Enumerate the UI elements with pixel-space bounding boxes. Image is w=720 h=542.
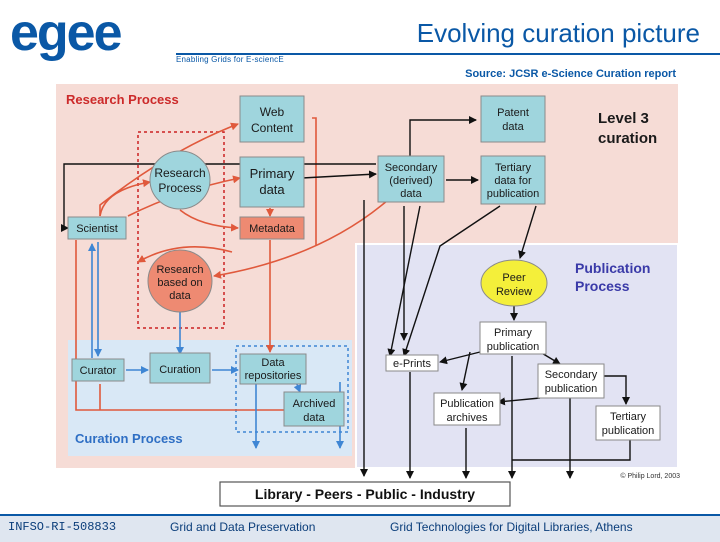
node-eprints (385, 354, 439, 372)
publication-label-2: Process (575, 278, 630, 294)
primary-publication-label-1: Primary (494, 327, 532, 339)
secondary-publication-label-1: Secondary (545, 369, 598, 381)
research-based-label-1: Research (156, 264, 203, 276)
node-primary-data (239, 156, 305, 208)
peer-review-label-2: Review (496, 286, 532, 298)
secondary-data-label-2: (derived) (389, 175, 432, 187)
archived-data-label-1: Archived (293, 398, 336, 410)
metadata-label: Metadata (249, 223, 296, 235)
research-group-box (137, 131, 225, 329)
primary-publication-label-2: publication (487, 341, 540, 353)
logo-text: egee (10, 4, 122, 62)
connector-secondary-tertiarypub (600, 375, 630, 405)
web-content-label-2: Content (251, 121, 294, 135)
footer-event: Grid Technologies for Digital Libraries,… (390, 520, 633, 534)
secondary-data-label-3: data (400, 188, 422, 200)
audience-label: Library - Peers - Public - Industry (255, 486, 475, 502)
level3-label-2: curation (598, 130, 657, 147)
secondary-data-label-1: Secondary (385, 162, 438, 174)
node-primary-publication (479, 321, 547, 355)
secondary-publication-label-2: publication (545, 383, 598, 395)
header: egee Evolving curation picture Enabling … (0, 0, 720, 80)
data-repositories-label-1: Data (261, 357, 285, 369)
node-tertiary-publication (595, 405, 661, 441)
node-peer-review (480, 259, 548, 307)
node-patent-data (480, 95, 546, 143)
curator-label: Curator (80, 365, 117, 377)
node-tertiary-data (480, 155, 546, 205)
connector-secondary-patent (409, 116, 477, 156)
publication-archives-label-2: archives (447, 412, 488, 424)
connector-scientist-loop (75, 240, 310, 411)
tertiary-data-label-1: Tertiary (495, 162, 532, 174)
source-note: Source: JCSR e-Science Curation report (465, 68, 676, 80)
node-secondary-data (377, 155, 445, 203)
page-title: Evolving curation picture (416, 18, 700, 48)
connector-tertiary-peer (402, 205, 501, 357)
connector-primarypub-archives (459, 351, 471, 391)
connector-secondary-researchbased (213, 199, 389, 279)
node-curation (149, 352, 211, 384)
node-scientist (67, 216, 127, 240)
node-publication-archives (433, 392, 501, 426)
connector-top-scientist (61, 163, 376, 232)
tagline: Enabling Grids for E-sciencE (176, 55, 284, 64)
peer-review-label-1: Peer (502, 272, 526, 284)
audience-box (219, 481, 511, 507)
scientist-label: Scientist (76, 223, 118, 235)
egee-logo: egee (2, 0, 174, 62)
publication-archives-label-1: Publication (440, 398, 494, 410)
publication-label-1: Publication (575, 260, 650, 276)
eprints-label: e-Prints (393, 358, 431, 370)
research-based-label-2: based on (157, 277, 202, 289)
patent-data-label-2: data (502, 121, 524, 133)
copyright-note: © Philip Lord, 2003 (620, 472, 680, 480)
node-archived-data (283, 391, 345, 427)
research-process-label-1: Research (154, 166, 205, 180)
curation-region-label: Curation Process (75, 431, 183, 446)
connector-web-secondary (312, 117, 317, 246)
connector-secondarypub-archives (497, 397, 541, 406)
connector-scientist-research (99, 179, 151, 217)
curation-diagram: Research Process Level 3 curation Public… (56, 84, 680, 507)
connector-primarypub-eprints (439, 351, 481, 365)
connector-research-metadata (179, 209, 239, 232)
connector-data-peer (518, 205, 537, 259)
node-metadata (239, 216, 305, 240)
footer-topic: Grid and Data Preservation (170, 520, 316, 534)
connector-tertiary-audience (512, 440, 631, 461)
curation-label: Curation (159, 364, 201, 376)
tertiary-publication-label-2: publication (602, 425, 655, 437)
data-repositories-label-2: repositories (245, 370, 302, 382)
archived-data-label-2: data (303, 412, 325, 424)
connector-primary-secondary (301, 170, 377, 179)
level3-label-1: Level 3 (598, 110, 649, 127)
patent-data-label-1: Patent (497, 107, 529, 119)
node-secondary-publication (537, 363, 605, 399)
node-research-process (149, 150, 211, 210)
primary-data-label-2: data (259, 182, 285, 197)
repository-group-box (235, 345, 349, 433)
connector-data-researchbased (137, 246, 233, 263)
header-divider (176, 53, 720, 55)
tertiary-data-label-3: publication (487, 188, 540, 200)
research-based-label-3: data (169, 290, 191, 302)
primary-data-label-1: Primary (250, 166, 295, 181)
node-curator (71, 358, 125, 382)
tertiary-data-label-2: data for (494, 175, 532, 187)
tertiary-publication-label-1: Tertiary (610, 411, 647, 423)
footer (0, 514, 720, 542)
research-region-label: Research Process (66, 92, 179, 107)
research-process-label-2: Process (158, 181, 201, 195)
node-web-content (239, 95, 305, 143)
web-content-label-1: Web (260, 105, 285, 119)
footer-project-id: INFSO-RI-508833 (8, 520, 117, 534)
node-research-based (147, 249, 213, 313)
node-data-repositories (239, 353, 307, 385)
connector-secondary-eprints (387, 205, 421, 357)
